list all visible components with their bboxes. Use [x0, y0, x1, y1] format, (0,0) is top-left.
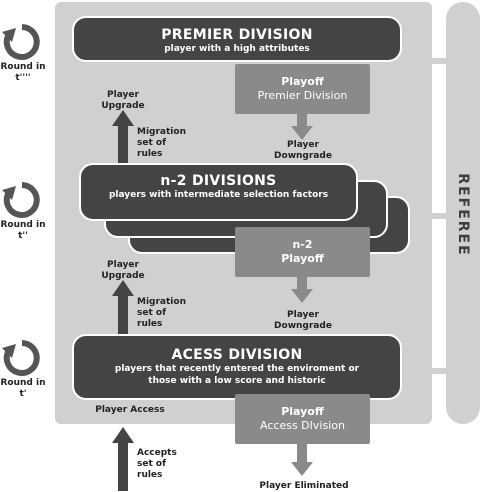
round-cycle-icon-top: [2, 24, 40, 60]
label-line: Player: [107, 90, 139, 100]
migration-label-mid: Migration set of rules: [137, 297, 207, 330]
label-line: Upgrade: [101, 271, 145, 281]
label-line: Migration: [137, 297, 186, 307]
referee-connector-bottom: [432, 368, 446, 374]
accepts-label: Accepts set of rules: [137, 448, 207, 481]
playoff-premier-line1: Playoff: [281, 75, 324, 88]
referee-label: REFEREE: [455, 173, 471, 257]
player-access-label: Player Access: [95, 405, 165, 415]
label-line: set of: [137, 459, 166, 469]
label-line: Downgrade: [274, 151, 332, 161]
playoff-premier-line2: Premier Division: [257, 89, 348, 102]
accepts-arrow: [112, 427, 134, 491]
round-label-bottom: Round in t': [0, 378, 48, 400]
round-label-top: Round in t'''': [0, 62, 48, 84]
playoff-access-line2: Access DIvision: [260, 419, 345, 432]
downgrade-arrow-top: [291, 114, 313, 140]
middle-division-box: n-2 DIVISIONS players with intermediate …: [79, 163, 358, 221]
label-line: Accepts: [137, 448, 177, 458]
playoff-middle-line1: n-2: [292, 238, 313, 251]
label-line: Player: [287, 140, 319, 150]
round-time: t': [19, 389, 27, 399]
premier-division-box: PREMIER DIVISION player with a high attr…: [72, 16, 402, 62]
round-label-mid: Round in t'': [0, 220, 48, 242]
migration-label-top: Migration set of rules: [137, 127, 207, 160]
round-time: t'''': [15, 73, 31, 83]
label-line: Player: [287, 310, 319, 320]
round-cycle-icon-mid: [2, 182, 40, 218]
access-division-subtitle-2: those with a low score and historic: [148, 376, 326, 386]
label-line: Upgrade: [101, 101, 145, 111]
premier-division-subtitle: player with a high attributes: [164, 44, 310, 54]
playoff-middle-box: n-2 Playoff: [235, 227, 370, 277]
playoff-premier-box: Playoff Premier Division: [235, 64, 370, 114]
label-line: set of: [137, 308, 166, 318]
label-line: rules: [137, 470, 163, 480]
label-line: rules: [137, 319, 163, 329]
player-eliminated-label: Player Eliminated: [259, 481, 349, 491]
label-line: set of: [137, 138, 166, 148]
eliminated-arrow: [291, 444, 313, 476]
label-line: Downgrade: [274, 321, 332, 331]
round-text: Round in: [0, 220, 46, 230]
premier-division-title: PREMIER DIVISION: [161, 27, 313, 43]
label-line: Player: [107, 260, 139, 270]
upgrade-label-top: Player Upgrade: [93, 90, 153, 112]
access-division-subtitle-1: players that recently entered the enviro…: [114, 364, 360, 374]
label-line: Migration: [137, 127, 186, 137]
playoff-access-box: Playoff Access DIvision: [235, 394, 370, 444]
downgrade-label-mid: Player Downgrade: [258, 310, 348, 332]
label-line: rules: [137, 149, 163, 159]
upgrade-arrow-mid: [112, 280, 134, 334]
middle-division-title: n-2 DIVISIONS: [160, 173, 277, 189]
playoff-access-line1: Playoff: [281, 405, 324, 418]
round-time: t'': [18, 231, 28, 241]
referee-bar: [446, 2, 480, 424]
access-division-title: ACESS DIVISION: [171, 347, 303, 363]
playoff-middle-line2: Playoff: [281, 252, 324, 265]
round-cycle-icon-bottom: [2, 340, 40, 376]
referee-connector-mid: [432, 213, 446, 219]
access-division-box: ACESS DIVISION players that recently ent…: [72, 334, 402, 400]
middle-division-subtitle: players with intermediate selection fact…: [108, 190, 329, 200]
upgrade-label-mid: Player Upgrade: [93, 260, 153, 282]
downgrade-arrow-mid: [291, 277, 313, 303]
round-text: Round in: [0, 62, 46, 72]
referee-connector-top: [432, 58, 446, 64]
round-text: Round in: [0, 378, 46, 388]
upgrade-arrow-top: [112, 110, 134, 164]
downgrade-label-top: Player Downgrade: [258, 140, 348, 162]
